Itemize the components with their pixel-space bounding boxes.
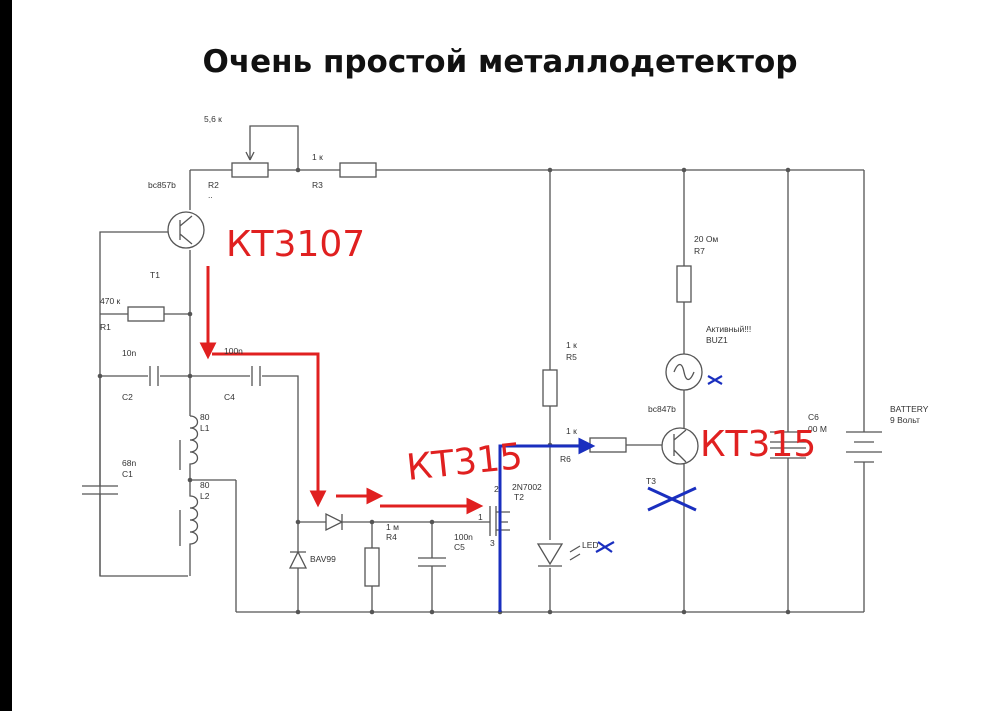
resistor-r7 xyxy=(676,265,692,303)
label-c2: C2 xyxy=(122,392,133,402)
label-r4: R4 xyxy=(386,532,397,542)
label-r2-dots: .. xyxy=(208,190,213,200)
components xyxy=(82,151,882,587)
label-r6-value: 1 к xyxy=(566,426,577,436)
label-r7: R7 xyxy=(694,246,705,256)
capacitor-c4 xyxy=(251,366,261,386)
label-c2-value: 10n xyxy=(122,348,136,358)
label-t2-pin2: 2 xyxy=(494,484,499,494)
capacitor-c2 xyxy=(149,366,159,386)
label-c4-value: 100n xyxy=(224,346,243,356)
label-r4-value: 1 м xyxy=(386,522,399,532)
transistor-t3 xyxy=(661,427,699,465)
resistor-r5 xyxy=(542,369,558,407)
label-t2: T2 xyxy=(514,492,524,502)
label-battery: BATTERY xyxy=(890,404,929,414)
label-c6: C6 xyxy=(808,412,819,422)
label-r2-value: 5,6 к xyxy=(204,114,222,124)
inductor-l1 xyxy=(189,415,199,480)
label-c6-value: 00 М xyxy=(808,424,827,434)
label-r7-value: 20 Ом xyxy=(694,234,718,244)
label-battery-value: 9 Вольт xyxy=(890,415,920,425)
label-c1: C1 xyxy=(122,469,133,479)
capacitor-c5 xyxy=(418,557,446,567)
diode-d1 xyxy=(325,512,344,532)
label-l2-value: 80 xyxy=(200,480,210,490)
mosfet-t2 xyxy=(489,506,510,536)
label-c5: C5 xyxy=(454,542,465,552)
label-r1: R1 xyxy=(100,322,111,332)
label-t2-pin1: 1 xyxy=(478,512,483,522)
label-t2-pin3: 3 xyxy=(490,538,495,548)
battery-symbol xyxy=(846,431,882,463)
label-r2: R2 xyxy=(208,180,219,190)
label-t1-part: bc857b xyxy=(148,180,176,190)
inductor-l2 xyxy=(189,480,199,556)
resistor-r3 xyxy=(339,162,377,178)
resistor-r2 xyxy=(231,162,269,178)
label-r3-value: 1 к xyxy=(312,152,323,162)
blue-annotation-lines xyxy=(498,375,723,612)
page xyxy=(12,0,1000,711)
label-r5-value: 1 к xyxy=(566,340,577,350)
label-c5-value: 100n xyxy=(454,532,473,542)
label-l1-value: 80 xyxy=(200,412,210,422)
label-t2-part: 2N7002 xyxy=(512,482,542,492)
label-l2: L2 xyxy=(200,491,210,501)
label-buz1: BUZ1 xyxy=(706,335,728,345)
transistor-t1 xyxy=(167,211,205,249)
label-l1: L1 xyxy=(200,423,210,433)
resistor-r6 xyxy=(589,437,627,453)
junctions xyxy=(97,167,791,615)
page-title: Очень простой металлодетектор xyxy=(202,44,798,80)
capacitor-c6 xyxy=(770,431,806,459)
label-t3: T3 xyxy=(646,476,656,486)
label-t3-part: bc847b xyxy=(648,404,676,414)
led xyxy=(536,543,564,567)
diode-bav99 xyxy=(288,550,308,569)
label-r6: R6 xyxy=(560,454,571,464)
handwritten-t2-replacement: КТ315 xyxy=(405,436,525,489)
resistor-r4 xyxy=(364,547,380,587)
wires xyxy=(99,125,865,613)
label-r1-value: 470 к xyxy=(100,296,121,306)
label-buz-note: Активный!!! xyxy=(706,324,751,334)
handwritten-t3-replacement: КТ315 xyxy=(700,424,816,465)
handwritten-t1-replacement: КТ3107 xyxy=(226,224,365,265)
label-c4: C4 xyxy=(224,392,235,402)
label-r3: R3 xyxy=(312,180,323,190)
resistor-r1 xyxy=(127,306,165,322)
label-t1: T1 xyxy=(150,270,160,280)
red-annotation-arrows xyxy=(199,266,484,515)
label-r5: R5 xyxy=(566,352,577,362)
component-labels: 5,6 к R2 .. 1 к R3 bc857b T1 470 к R1 10… xyxy=(100,114,929,564)
label-bav99: BAV99 xyxy=(310,554,336,564)
label-led: LED xyxy=(582,540,599,550)
label-c1-value: 68n xyxy=(122,458,136,468)
